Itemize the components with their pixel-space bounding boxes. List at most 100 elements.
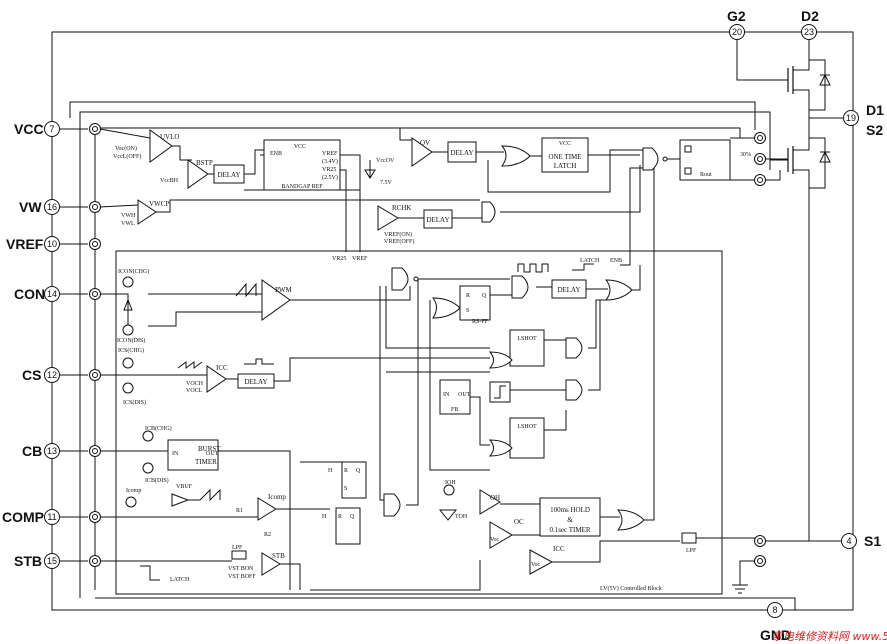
- svg-text:VOCL: VOCL: [186, 388, 203, 394]
- svg-text:ENB: ENB: [610, 258, 622, 264]
- svg-text:LATCH: LATCH: [580, 258, 600, 264]
- delay-rchk: [423, 209, 453, 229]
- svg-text:VWH: VWH: [121, 213, 136, 219]
- svg-text:Q: Q: [356, 468, 361, 474]
- pin-d1s2: D1 S2 19: [809, 102, 884, 138]
- svg-text:LSHOT: LSHOT: [517, 336, 537, 342]
- svg-text:DELAY: DELAY: [450, 149, 473, 157]
- pin-s1: S1 4: [808, 188, 881, 549]
- svg-text:VST BON: VST BON: [228, 566, 254, 572]
- pin-gnd-num: 8: [772, 605, 777, 615]
- uvlo-comparator: UVLO Voc(ON) VccL(OFF): [99, 128, 192, 163]
- pwm-comparator: PWM: [148, 279, 411, 327]
- mosfet-high-side: [787, 60, 831, 110]
- svg-text:VccL(OFF): VccL(OFF): [113, 153, 141, 160]
- pin-con-label: CON: [14, 286, 45, 302]
- pin-g2: G2 20: [727, 8, 788, 81]
- pin-stb-num: 15: [47, 556, 57, 566]
- svg-text:H: H: [328, 468, 333, 474]
- rs-flip-flop: R Q S RS-FF DELAY LATCH ENB: [391, 258, 641, 325]
- pin-s1-label: S1: [864, 533, 881, 549]
- svg-text:ICS(DIS): ICS(DIS): [123, 399, 146, 406]
- svg-text:Q: Q: [350, 514, 355, 520]
- one-time-latch: VCC ONE TIME LATCH: [476, 137, 640, 173]
- svg-text:VST BOFF: VST BOFF: [228, 574, 256, 580]
- svg-text:R1: R1: [236, 508, 243, 514]
- svg-text:DELAY: DELAY: [244, 378, 267, 386]
- d-flip-flops: R Q S H R Q H: [322, 279, 419, 545]
- svg-text:LSHOT: LSHOT: [517, 424, 537, 430]
- svg-text:TOH: TOH: [455, 514, 468, 520]
- pin-cs-label: CS: [22, 367, 41, 383]
- pin-d1s2-num: 19: [846, 113, 856, 123]
- pin-vcc-num: 7: [49, 124, 54, 134]
- mosfet-low-side: [770, 137, 831, 189]
- svg-text:OV: OV: [420, 139, 430, 147]
- svg-text:Rout: Rout: [700, 172, 712, 178]
- svg-text:R: R: [344, 468, 348, 474]
- stb-comparator: STB LPF VST BON VST BOFF LATCH: [100, 545, 301, 590]
- svg-text:R: R: [466, 293, 470, 299]
- icc-comparator: ICC VOCH VOCL DELAY: [177, 357, 490, 394]
- pin-d2: D2 23: [801, 8, 826, 138]
- pin-stb-label: STB: [14, 553, 42, 569]
- svg-text:(3.4V): (3.4V): [322, 158, 338, 165]
- con-current-sources: ICON(CHG) ICON(DIS): [100, 268, 149, 344]
- pin-vref: VREF 10: [6, 236, 101, 252]
- svg-text:OUT: OUT: [206, 451, 219, 457]
- pin-comp: COMP 11: [2, 509, 101, 525]
- svg-text:IN: IN: [443, 392, 450, 398]
- pin-con-num: 14: [47, 289, 57, 299]
- svg-text:FB: FB: [451, 407, 458, 413]
- svg-text:VREF: VREF: [352, 256, 368, 262]
- svg-text:LATCH: LATCH: [554, 162, 577, 170]
- svg-text:(2.5V): (2.5V): [322, 174, 338, 181]
- pin-vw-num: 16: [47, 202, 57, 212]
- svg-text:ICON(CHG): ICON(CHG): [118, 268, 149, 275]
- watermark-text: 家电维修资料网 www.520101.com: [772, 630, 887, 643]
- pin-s2-label: S2: [866, 122, 883, 138]
- svg-text:0.1sec TIMER: 0.1sec TIMER: [549, 526, 590, 534]
- pin-vw-label: VW: [19, 199, 42, 215]
- lshot-lower: LSHOT: [488, 410, 567, 459]
- bandgap-ref: VCC ENB VREF (3.4V) VR25 (2.5V) BANDGAP …: [244, 139, 361, 252]
- internal-rails: [69, 101, 796, 610]
- svg-text:LATCH: LATCH: [170, 577, 190, 583]
- svg-text:S: S: [344, 486, 347, 492]
- pin-cb-label: CB: [22, 443, 42, 459]
- svg-text:&: &: [567, 516, 573, 524]
- svg-text:Voc: Voc: [490, 537, 500, 543]
- svg-text:IN: IN: [172, 451, 179, 457]
- svg-text:VWL: VWL: [121, 221, 135, 227]
- svg-text:BURST: BURST: [198, 445, 221, 453]
- svg-text:RS-FF: RS-FF: [472, 319, 489, 325]
- pin-cb: CB 13: [22, 443, 101, 459]
- cb-burst: ICB(CHG) ICB(DIS) IN BURST OUT TIMER: [100, 425, 291, 590]
- pin-vref-num: 10: [47, 239, 57, 249]
- pin-comp-label: COMP: [2, 509, 44, 525]
- svg-text:ICB(CHG): ICB(CHG): [145, 425, 172, 432]
- pin-cs: CS 12: [22, 367, 101, 383]
- svg-text:ICS(CHG): ICS(CHG): [118, 347, 144, 354]
- svg-text:ICC: ICC: [553, 545, 565, 553]
- pin-vref-label: VREF: [6, 236, 44, 252]
- pin-con: CON 14: [14, 286, 101, 302]
- outer-frame: [51, 31, 854, 611]
- rchk-comparator: RCHK VREF(ON) VREF(OFF) DELAY: [377, 165, 641, 245]
- pin-g2-num: 20: [732, 27, 742, 37]
- svg-text:VCC: VCC: [559, 141, 571, 147]
- svg-text:DELAY: DELAY: [217, 171, 240, 179]
- svg-text:R: R: [338, 514, 342, 520]
- pin-g2-label: G2: [727, 8, 746, 24]
- svg-text:Icomp: Icomp: [268, 493, 286, 501]
- right-terminals: [732, 132, 809, 594]
- svg-text:VCC: VCC: [294, 144, 306, 150]
- pin-d2-num: 23: [804, 27, 814, 37]
- svg-text:VccOV: VccOV: [376, 158, 395, 164]
- pin-d1-label: D1: [866, 102, 884, 118]
- svg-text:S: S: [466, 308, 469, 314]
- bstp-comparator: BSTP VccBH DELAY: [160, 159, 245, 189]
- svg-text:R2: R2: [264, 532, 271, 538]
- pin-vcc-label: VCC: [14, 121, 44, 137]
